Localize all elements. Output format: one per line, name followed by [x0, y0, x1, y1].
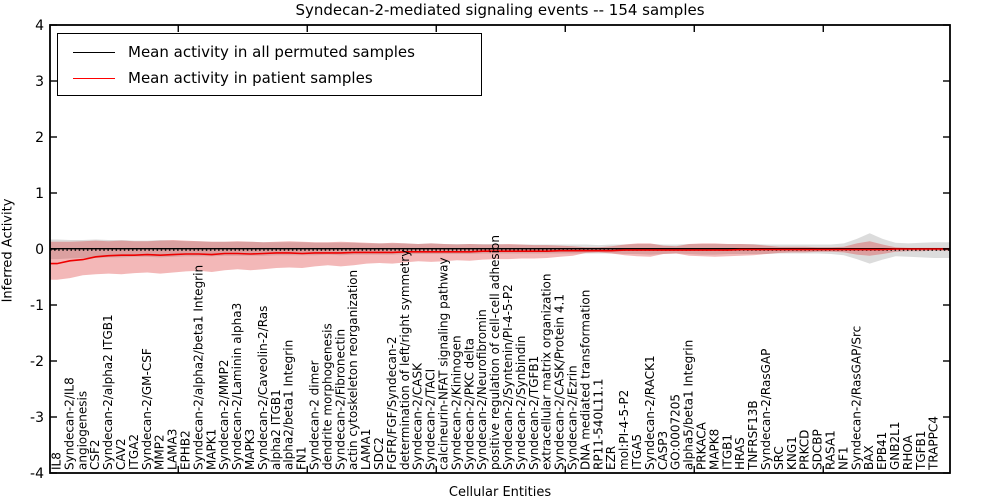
x-category-label: Syndecan-2/TGFB1	[527, 356, 541, 470]
x-category-label: Syndecan-2/Kininogen	[449, 335, 463, 470]
x-category-label: EPB41	[875, 432, 889, 470]
legend-line-permuted-swatch	[73, 51, 115, 53]
x-category-label: alpha5/beta1 Integrin	[682, 340, 696, 470]
legend-line-patient-swatch	[73, 77, 115, 79]
x-category-label: ITGA5	[630, 434, 644, 470]
x-category-label: EPHB2	[179, 430, 193, 470]
x-category-label: GO:0007205	[669, 394, 683, 470]
x-category-label: SDCBP	[811, 429, 825, 470]
x-category-label: FN1	[295, 446, 309, 470]
x-category-label: Syndecan-2/MMP2	[217, 360, 231, 470]
y-tick-label: -4	[30, 466, 44, 482]
y-tick-label: 1	[35, 186, 44, 202]
x-category-labels: IL8Syndecan-2/IL8angiogenesisCSF2Syndeca…	[50, 235, 941, 471]
x-category-label: Syndecan-2/Neurofibromin	[475, 309, 489, 470]
x-axis-label: Cellular Entities	[448, 485, 552, 500]
x-category-label: EZR	[604, 446, 618, 470]
y-tick-label: 3	[35, 74, 44, 90]
chart-title: Syndecan-2-mediated signaling events -- …	[295, 1, 705, 19]
x-category-label: GNB2L1	[888, 422, 902, 470]
x-category-label: dendrite morphogenesis	[320, 323, 334, 470]
x-category-label: Syndecan-2/Laminin alpha3	[230, 303, 244, 470]
legend-label-permuted: Mean activity in all permuted samples	[128, 43, 415, 61]
x-category-label: Syndecan-2/CASK/Protein 4.1	[553, 294, 567, 470]
x-category-label: MAPK3	[243, 429, 257, 470]
x-category-label: TGFB1	[914, 431, 928, 471]
x-category-label: MAPK1	[204, 429, 218, 470]
x-category-label: alpha2/beta1 Integrin	[282, 340, 296, 470]
x-category-label: RASA1	[824, 430, 838, 470]
line-mean-activity-in-patient-samples	[50, 248, 950, 265]
x-category-label: ITGB1	[720, 434, 734, 470]
x-category-label: SDC2	[372, 437, 386, 470]
axis-ticks	[50, 24, 950, 474]
legend-item-patient: Mean activity in patient samples	[58, 65, 481, 91]
x-category-label: KNG1	[785, 436, 799, 470]
series-lines	[50, 248, 950, 265]
x-category-label: BAX	[862, 445, 876, 470]
x-category-label: CASP3	[656, 431, 670, 470]
x-category-label: positive regulation of cell-cell adhesio…	[488, 235, 502, 470]
y-tick-labels: 4 3 2 1 0 -1 -2 -3 -4	[30, 18, 44, 482]
y-tick-label: -2	[30, 354, 44, 370]
x-category-label: CSF2	[88, 439, 102, 470]
x-category-label: ITGA2	[127, 434, 141, 470]
x-category-label: Syndecan-2/Fibronectin	[333, 329, 347, 470]
x-category-label: RP11-540L11.1	[591, 379, 605, 470]
x-category-label: alpha2 ITGB1	[269, 389, 283, 470]
x-category-label: Syndecan-2/RasGAP/Src	[849, 326, 863, 470]
y-tick-label: 4	[35, 18, 44, 34]
x-category-label: LAMA3	[166, 429, 180, 470]
x-category-label: MAPK8	[707, 429, 721, 470]
x-category-label: PRKCD	[798, 430, 812, 470]
y-axis-label: Inferred Activity	[0, 198, 16, 303]
y-tick-label: 2	[35, 130, 44, 146]
x-category-label: Syndecan-2/Synbindin	[514, 336, 528, 470]
y-tick-label: 0	[35, 242, 44, 258]
y-tick-label: -3	[30, 410, 44, 426]
x-category-label: Syndecan-2/Syntenin/PI-4-5-P2	[501, 284, 515, 470]
x-category-label: Syndecan-2/Ezrin	[566, 365, 580, 470]
x-category-label: Syndecan-2/IL8	[62, 377, 76, 470]
x-category-label: HRAS	[733, 437, 747, 470]
y-tick-label: -1	[30, 298, 44, 314]
x-category-label: DNA mediated transformation	[578, 290, 592, 470]
x-category-label: SRC	[772, 446, 786, 470]
x-category-label: actin cytoskeleton reorganization	[346, 270, 360, 470]
x-category-label: Syndecan-2/CASK	[411, 362, 425, 470]
x-category-label: Syndecan-2/Caveolin-2/Ras	[256, 306, 270, 470]
x-category-label: MMP2	[153, 434, 167, 470]
x-category-label: PRKACA	[695, 421, 709, 470]
x-category-label: FGFR/FGF/Syndecan-2	[385, 337, 399, 470]
x-category-label: NF1	[836, 446, 850, 470]
x-category-label: LAMA1	[359, 429, 373, 470]
x-category-label: extracellular matrix organization	[540, 274, 554, 471]
x-category-label: Syndecan-2/RasGAP	[759, 349, 773, 470]
legend: Mean activity in all permuted samples Me…	[57, 33, 482, 96]
x-category-label: IL8	[50, 452, 64, 470]
legend-label-patient: Mean activity in patient samples	[128, 69, 373, 87]
x-category-label: TNFRSF13B	[746, 400, 760, 471]
x-category-label: angiogenesis	[75, 391, 89, 470]
x-category-label: mol:PI-4-5-P2	[617, 390, 631, 470]
x-category-label: RHOA	[901, 434, 915, 470]
x-category-label: CAV2	[114, 438, 128, 470]
legend-item-permuted: Mean activity in all permuted samples	[58, 39, 481, 65]
x-category-label: determination of left/right symmetry	[398, 250, 412, 470]
x-category-label: Syndecan-2/alpha2 ITGB1	[101, 314, 115, 470]
x-category-label: Syndecan-2/RACK1	[643, 355, 657, 470]
x-category-label: Syndecan-2/PKC delta	[462, 338, 476, 470]
x-category-label: Syndecan-2/TACI	[424, 369, 438, 470]
x-category-label: Syndecan-2/alpha2/beta1 Integrin	[191, 265, 205, 470]
x-category-label: Syndecan-2 dimer	[308, 360, 322, 470]
x-category-label: calcineurin-NFAT signaling pathway	[437, 257, 451, 470]
x-category-label: TRAPPC4	[927, 416, 941, 471]
x-category-label: Syndecan-2/GM-CSF	[140, 348, 154, 470]
